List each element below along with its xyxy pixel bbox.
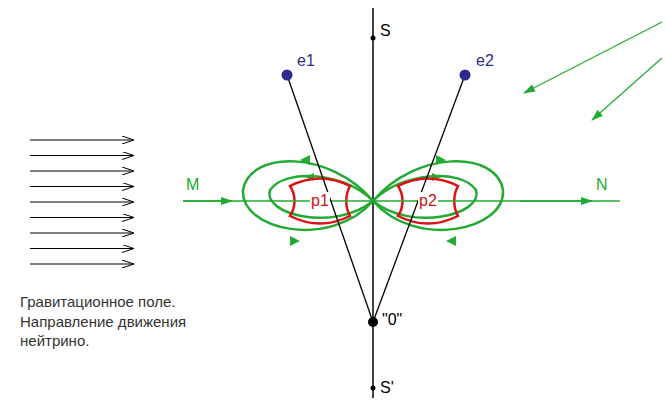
gravity-arrows bbox=[30, 140, 133, 264]
proton-label: p1 bbox=[310, 192, 330, 210]
field-loops bbox=[235, 159, 503, 231]
point-label: S' bbox=[380, 379, 394, 397]
caption-note: Гравитационное поле. Направление движени… bbox=[20, 292, 220, 351]
proton-node: p2 bbox=[413, 190, 443, 212]
gravity-arrow bbox=[30, 186, 133, 187]
e2-line bbox=[373, 75, 465, 322]
point-label: S bbox=[380, 22, 391, 40]
proton-node: p1 bbox=[305, 190, 335, 212]
origin-dot bbox=[368, 317, 378, 327]
electron-dot bbox=[460, 70, 471, 81]
line-end-label: N bbox=[596, 176, 608, 194]
electron-dot bbox=[282, 70, 293, 81]
gravity-arrow bbox=[30, 155, 133, 156]
gravity-arrow bbox=[30, 264, 133, 265]
mn-arrow bbox=[183, 200, 232, 202]
point-dot bbox=[371, 36, 376, 41]
e1-line bbox=[287, 75, 373, 322]
mn-line bbox=[183, 200, 620, 202]
origin-label: "0" bbox=[382, 311, 402, 329]
proton-label: p2 bbox=[418, 192, 438, 210]
gravity-arrow bbox=[30, 248, 133, 249]
gravity-arrow bbox=[30, 140, 133, 141]
electron-label: e2 bbox=[476, 52, 494, 70]
line-end-label: M bbox=[186, 176, 199, 194]
electron-label: e1 bbox=[297, 52, 315, 70]
pointer-line bbox=[524, 22, 662, 93]
pointer-line bbox=[592, 58, 662, 120]
gravity-arrow bbox=[30, 171, 133, 172]
gravity-arrow bbox=[30, 202, 133, 203]
gravity-arrow bbox=[30, 217, 133, 218]
gravity-arrow bbox=[30, 233, 133, 234]
point-dot bbox=[371, 386, 376, 391]
mn-arrow bbox=[520, 200, 592, 202]
